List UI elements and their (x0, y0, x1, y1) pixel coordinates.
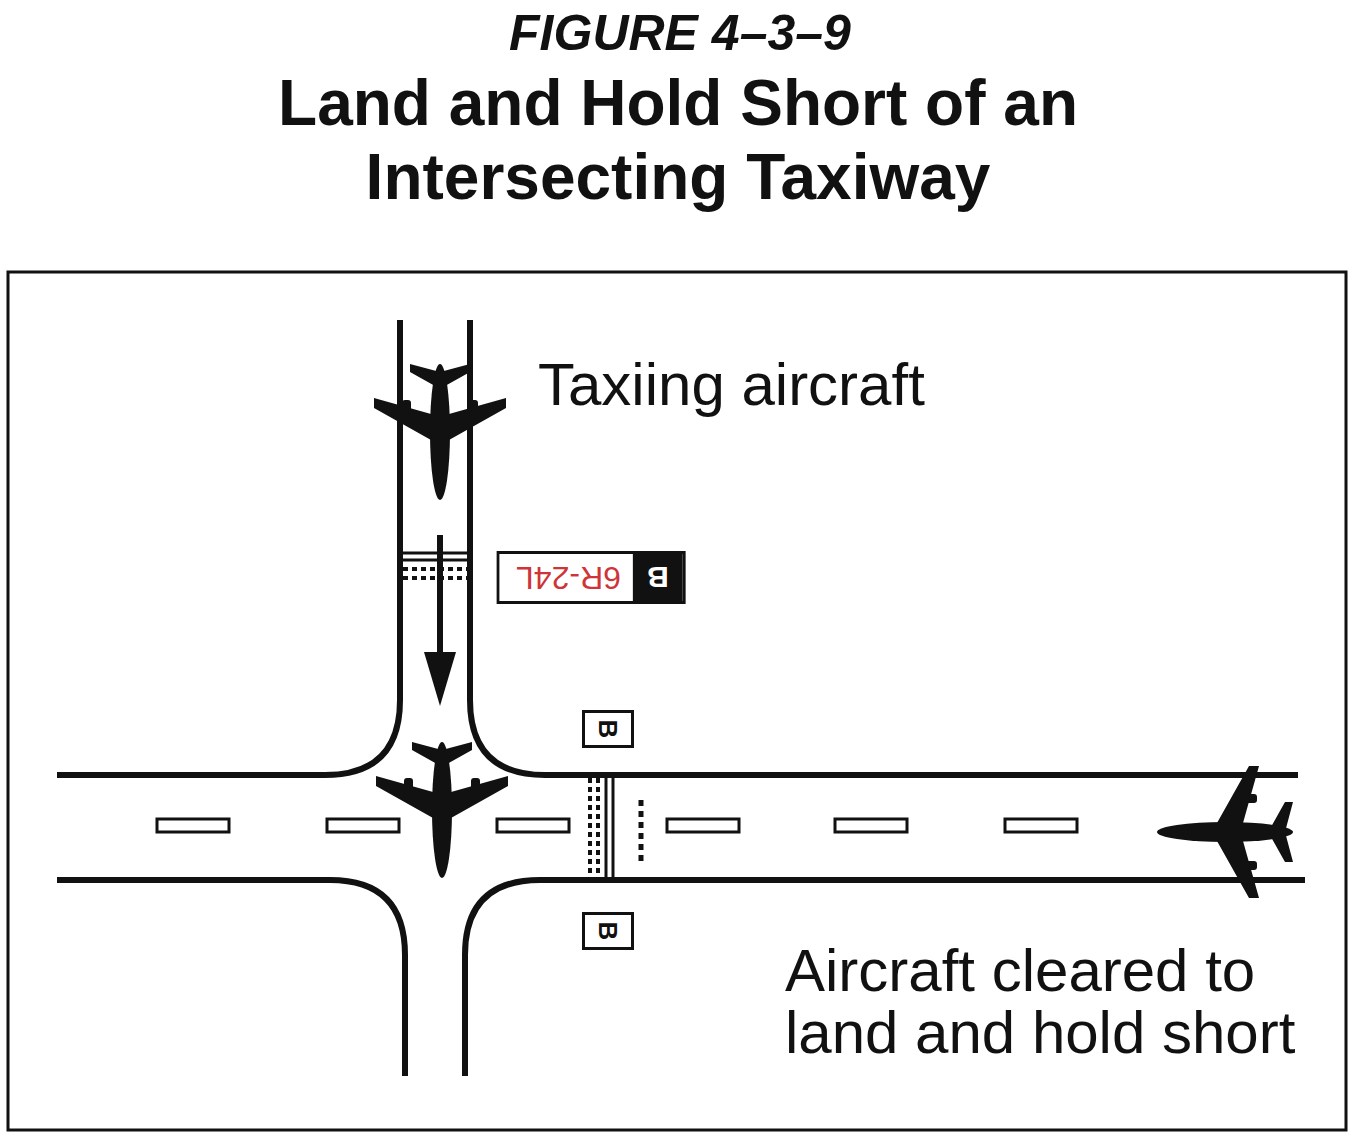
aircraft-label: Taxiing aircraft (538, 350, 925, 420)
location-sign: B (582, 912, 634, 950)
sign-letter: B (633, 554, 683, 601)
figure-title: Land and Hold Short of an Intersecting T… (248, 66, 1108, 214)
location-sign: B (582, 710, 634, 748)
taxiway-direction-sign: B6R-24L (497, 551, 686, 604)
aircraft-label: Aircraft cleared to land and hold short (785, 940, 1325, 1064)
sign-letter: B (593, 720, 623, 739)
figure-number: FIGURE 4–3–9 (330, 4, 1030, 62)
sign-letter: B (593, 922, 623, 941)
sign-runway-text: 6R-24L (500, 554, 633, 601)
